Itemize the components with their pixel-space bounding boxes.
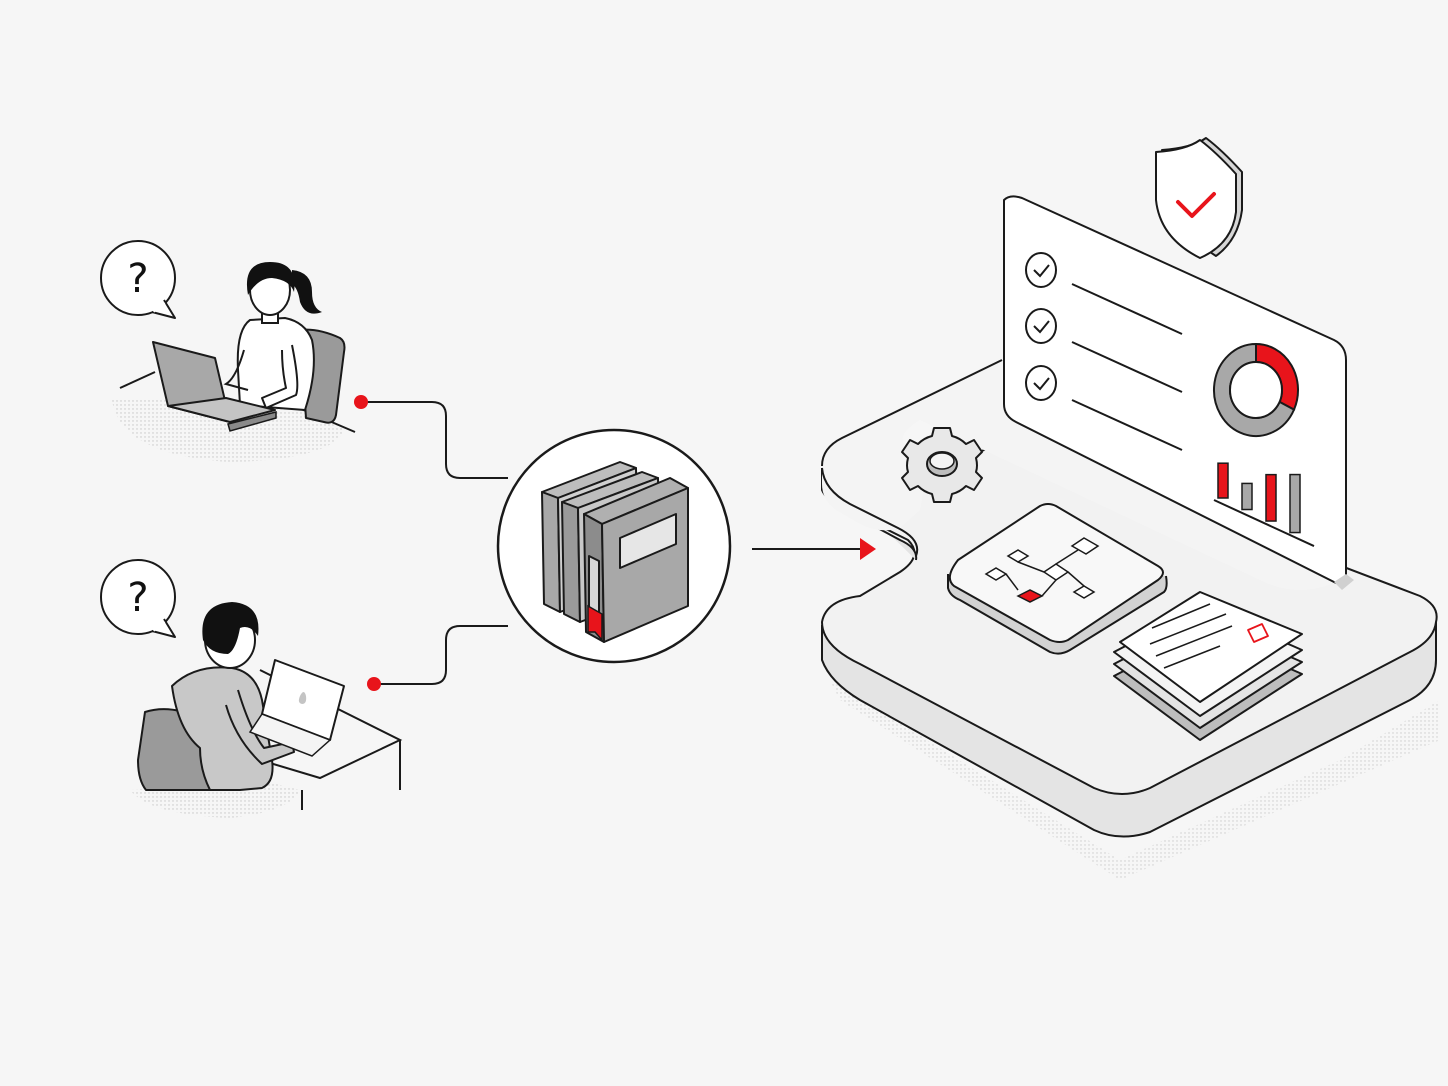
connector-dot-bottom bbox=[367, 677, 381, 691]
donut-hole bbox=[1229, 361, 1283, 419]
arrow-head-icon bbox=[860, 538, 876, 560]
shield-check-icon bbox=[1155, 137, 1243, 259]
checklist-item-3 bbox=[1025, 365, 1183, 451]
speech-bubble-question-2: ? bbox=[100, 559, 176, 638]
connector-dot-top bbox=[354, 395, 368, 409]
knowledge-hub bbox=[496, 428, 732, 664]
checklist bbox=[1025, 252, 1183, 451]
bar-4 bbox=[1289, 473, 1301, 534]
bar-2 bbox=[1241, 482, 1253, 511]
checklist-item-1 bbox=[1025, 252, 1183, 335]
question-mark-2: ? bbox=[127, 575, 148, 621]
user-woman-group: ? bbox=[100, 240, 356, 462]
dashboard-panel bbox=[1003, 195, 1354, 590]
gear-icon bbox=[901, 427, 983, 503]
bookmark-icon bbox=[587, 604, 603, 642]
bar-1 bbox=[1217, 462, 1229, 499]
donut-chart bbox=[1213, 342, 1299, 437]
bar-3 bbox=[1265, 473, 1277, 522]
connector-lines bbox=[362, 401, 860, 685]
document-stack-icon bbox=[1113, 591, 1303, 741]
laptop-icon-2 bbox=[248, 659, 345, 757]
checklist-item-2 bbox=[1025, 308, 1183, 393]
flowchart-icon bbox=[947, 503, 1168, 655]
hair-shape bbox=[246, 262, 295, 295]
speech-bubble-question: ? bbox=[100, 240, 176, 319]
bar-chart bbox=[1213, 462, 1315, 547]
books-icon bbox=[541, 461, 689, 643]
laptop-icon bbox=[152, 341, 277, 432]
question-mark-1: ? bbox=[127, 256, 148, 302]
bar-chart-baseline bbox=[1213, 499, 1315, 547]
user-man-group: ? bbox=[100, 559, 403, 818]
